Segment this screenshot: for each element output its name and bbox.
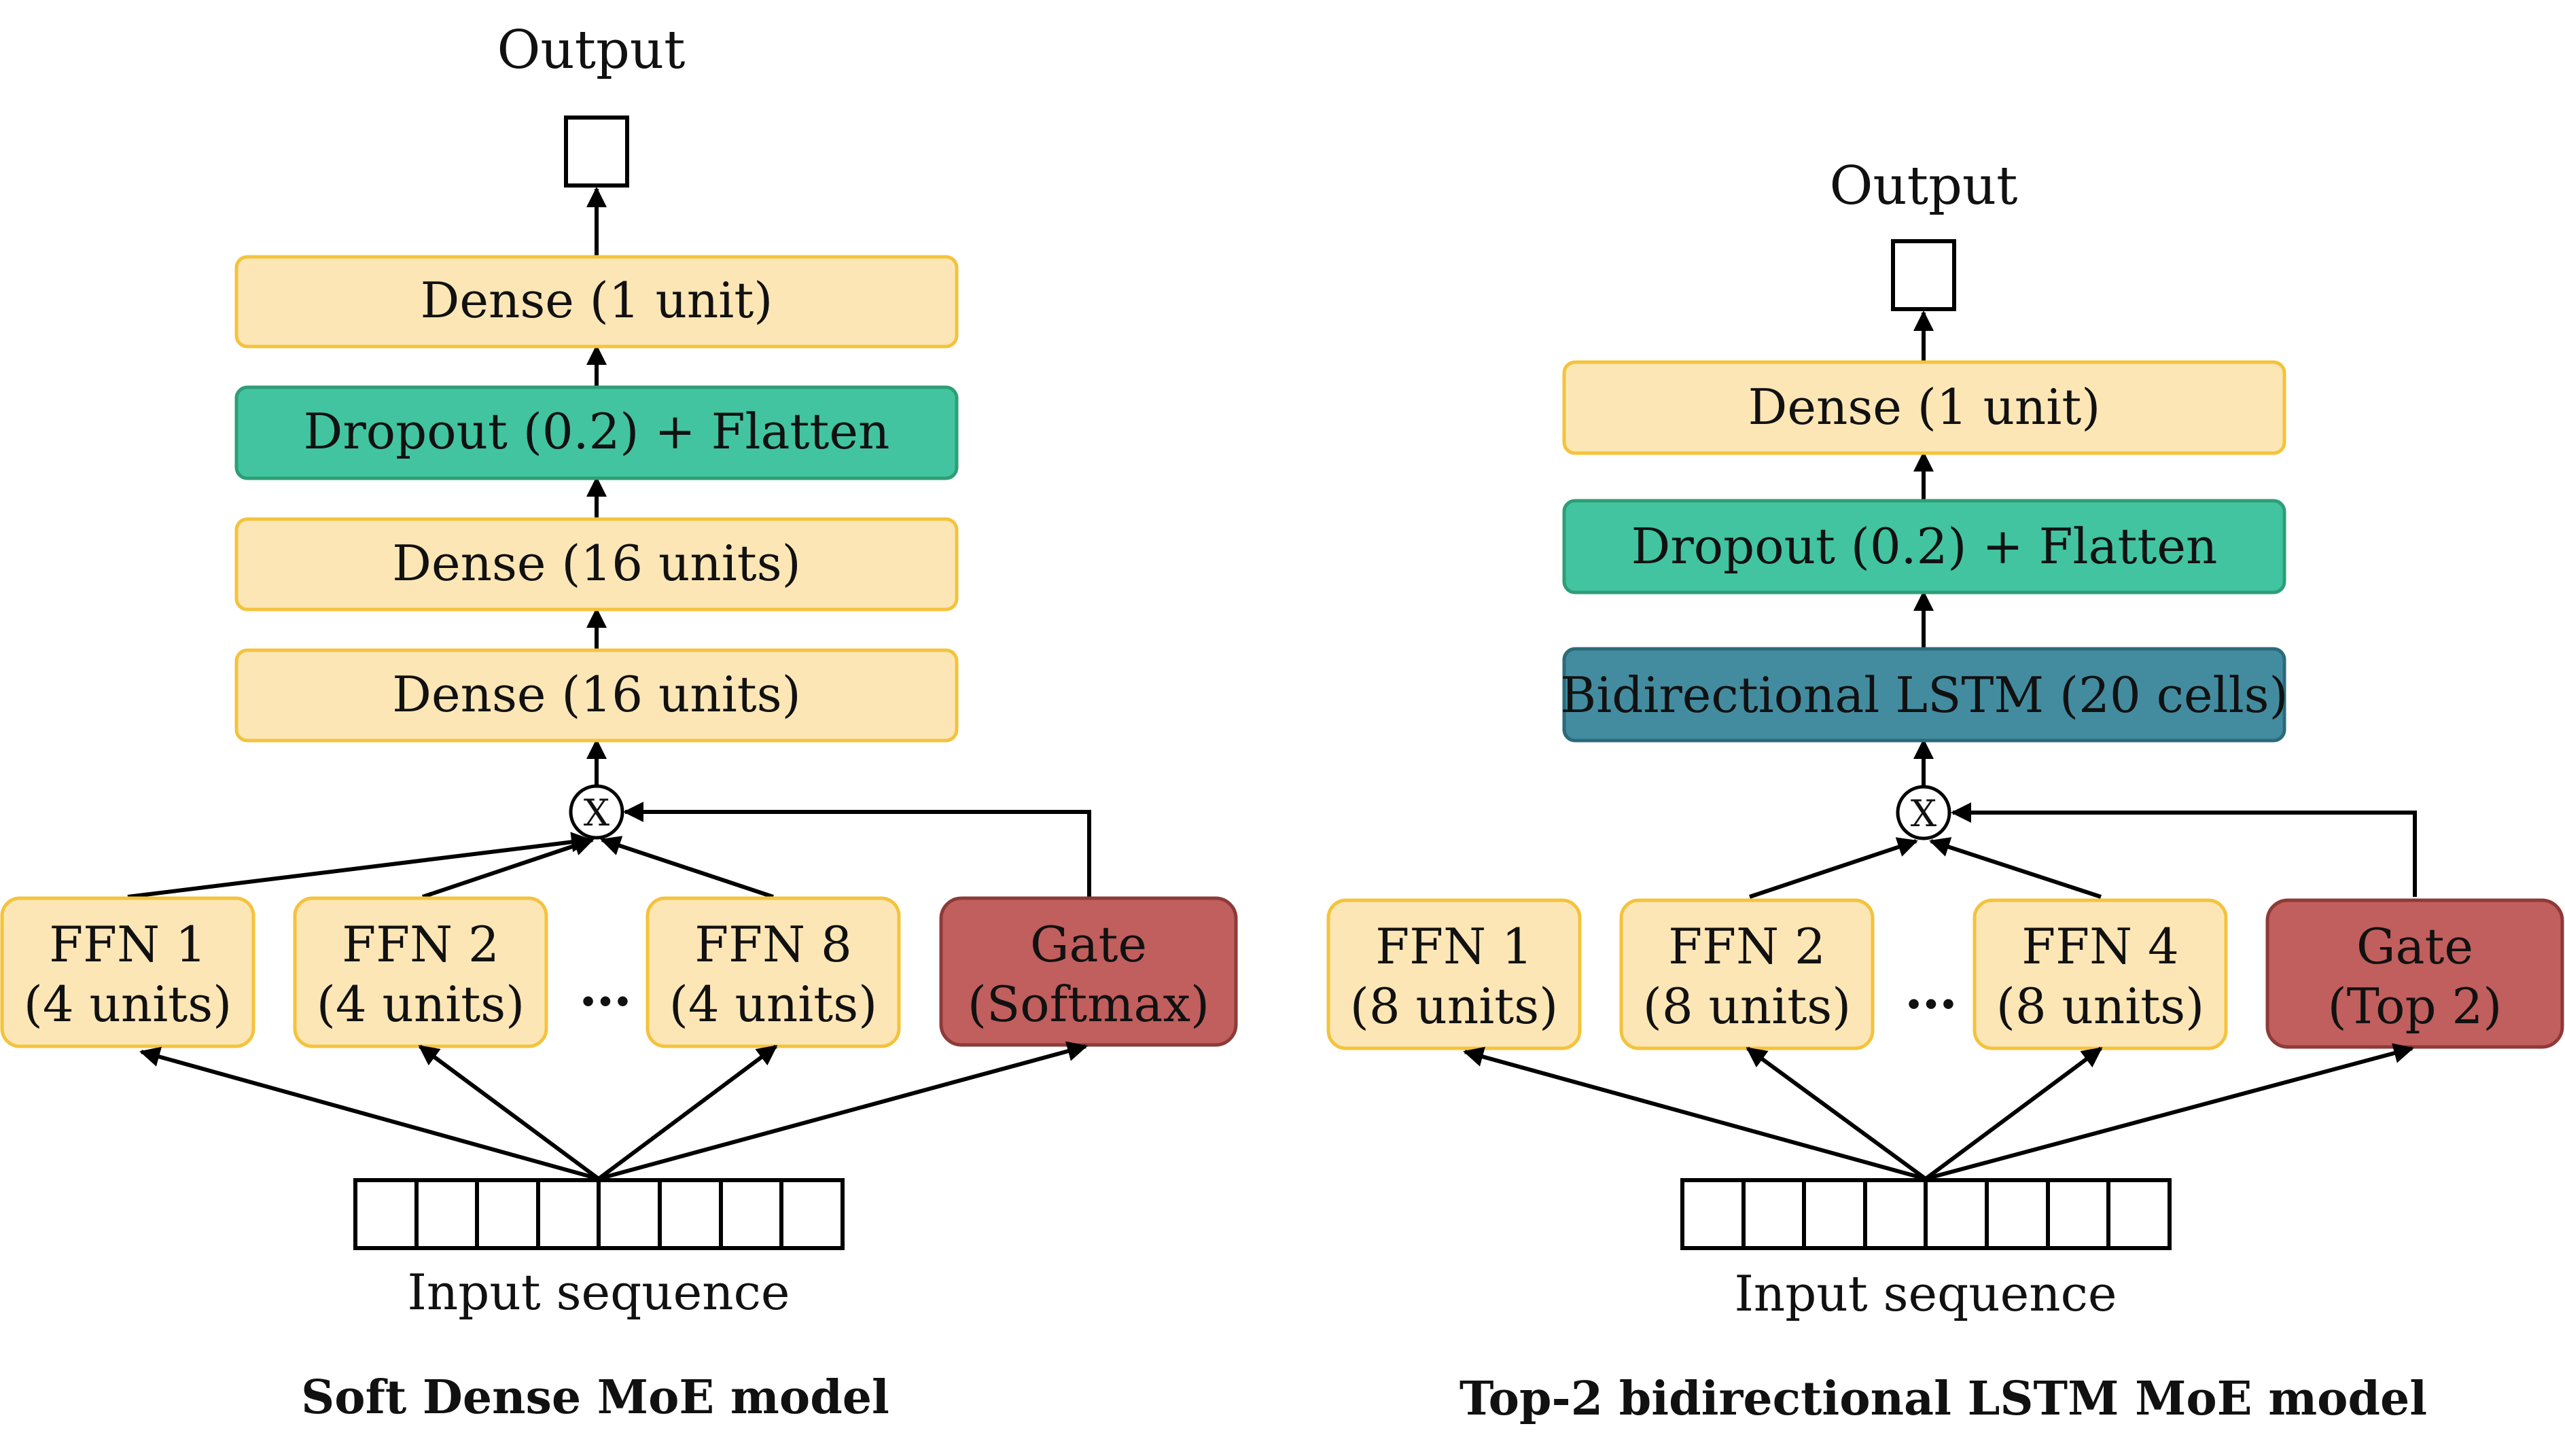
right-input-sequence-label: Input sequence — [1734, 1265, 2117, 1322]
right-output-label: Output — [1829, 156, 2017, 217]
right-layer-dense-1-unit-label: Dense (1 unit) — [1748, 378, 2101, 436]
left-output-node — [564, 116, 629, 188]
left-gate-name: Gate — [1030, 916, 1147, 973]
left-arrow-input-to-gate — [598, 1041, 1088, 1181]
left-combiner-label: X — [584, 792, 610, 834]
left-layer-dense-16-units-a: Dense (16 units) — [234, 517, 959, 611]
left-arrow-ffn2-to-combiner — [422, 836, 595, 899]
top2-bilstm-moe-diagram: Output Dense (1 unit) Dropout (0.2) + Fl… — [1326, 156, 2564, 1426]
left-expert-ffn-8: FFN 8 (4 units) — [645, 896, 901, 1048]
right-arrow-ffn4-to-combiner — [1929, 837, 2102, 899]
right-experts-ellipsis: … — [1905, 959, 1958, 1021]
right-arrow-ffn2-to-combiner — [1749, 837, 1918, 899]
left-arrow-input-to-ffn2 — [418, 1044, 600, 1181]
right-expert-ffn-1-units: (8 units) — [1350, 978, 1559, 1035]
left-layer-dense-16-units-a-label: Dense (16 units) — [392, 535, 801, 592]
right-expert-ffn-1: FFN 1 (8 units) — [1326, 898, 1582, 1050]
right-arrow-gate-to-combiner — [1951, 802, 2417, 897]
right-expert-ffn-4-units: (8 units) — [1996, 978, 2205, 1035]
right-combiner-node: X — [1896, 785, 1951, 840]
right-expert-ffn-4-name: FFN 4 — [2021, 918, 2179, 975]
left-layer-dense-16-units-b: Dense (16 units) — [234, 648, 959, 743]
left-gate-type: (Softmax) — [968, 976, 1209, 1033]
right-expert-ffn-4: FFN 4 (8 units) — [1973, 898, 2228, 1050]
left-input-sequence-label: Input sequence — [407, 1264, 790, 1321]
left-layer-dropout-flatten-label: Dropout (0.2) + Flatten — [304, 403, 890, 460]
right-layer-dropout-flatten-label: Dropout (0.2) + Flatten — [1631, 518, 2218, 575]
left-expert-ffn-1-name: FFN 1 — [49, 916, 207, 973]
left-combiner-node: X — [569, 784, 624, 840]
right-input-sequence-cells — [1680, 1178, 2172, 1250]
left-expert-ffn-8-units: (4 units) — [669, 976, 878, 1033]
left-arrow-ffn8-to-combiner — [600, 836, 774, 899]
right-arrow-input-to-gate — [1925, 1043, 2414, 1181]
right-expert-ffn-1-name: FFN 1 — [1375, 918, 1533, 975]
left-gate-softmax: Gate (Softmax) — [939, 896, 1238, 1047]
left-expert-ffn-1-units: (4 units) — [24, 976, 232, 1033]
right-layer-dense-1-unit: Dense (1 unit) — [1562, 360, 2286, 455]
left-arrow-gate-to-combiner — [623, 802, 1091, 897]
right-layer-bidirectional-lstm: Bidirectional LSTM (20 cells) — [1560, 647, 2288, 743]
left-layer-dense-16-units-b-label: Dense (16 units) — [392, 666, 801, 723]
right-arrow-input-to-ffn1 — [1463, 1046, 1926, 1181]
right-expert-ffn-2-name: FFN 2 — [1668, 918, 1826, 975]
left-expert-ffn-2-name: FFN 2 — [342, 916, 499, 973]
left-arrow-input-to-ffn1 — [139, 1046, 599, 1181]
left-layer-dense-1-unit: Dense (1 unit) — [234, 255, 959, 349]
right-gate-name: Gate — [2356, 918, 2473, 975]
right-gate-type: (Top 2) — [2328, 978, 2502, 1035]
left-expert-ffn-1: FFN 1 (4 units) — [0, 896, 255, 1048]
left-layer-dropout-flatten: Dropout (0.2) + Flatten — [234, 385, 959, 480]
right-layer-dropout-flatten: Dropout (0.2) + Flatten — [1562, 499, 2286, 594]
left-expert-ffn-2-units: (4 units) — [317, 976, 525, 1033]
left-output-label: Output — [497, 20, 685, 81]
right-output-node — [1891, 239, 1956, 311]
left-experts-ellipsis: … — [579, 957, 632, 1018]
left-arrow-ffn1-to-combiner — [127, 832, 592, 899]
right-layer-bidirectional-lstm-label: Bidirectional LSTM (20 cells) — [1560, 667, 2288, 724]
left-expert-ffn-2: FFN 2 (4 units) — [293, 896, 548, 1048]
soft-dense-moe-diagram: Output Dense (1 unit) Dropout (0.2) + Fl… — [0, 20, 1238, 1425]
left-expert-ffn-8-name: FFN 8 — [694, 916, 852, 973]
right-expert-ffn-2-units: (8 units) — [1643, 978, 1852, 1035]
right-gate-top2: Gate (Top 2) — [2265, 898, 2564, 1049]
right-diagram-title: Top-2 bidirectional LSTM MoE model — [1460, 1372, 2427, 1426]
right-expert-ffn-2: FFN 2 (8 units) — [1619, 898, 1875, 1050]
left-arrow-input-to-ffn8 — [597, 1044, 778, 1181]
left-input-sequence-cells — [353, 1178, 845, 1250]
right-arrow-input-to-ffn2 — [1746, 1046, 1927, 1181]
right-combiner-label: X — [1911, 792, 1937, 835]
left-diagram-title: Soft Dense MoE model — [301, 1370, 889, 1425]
left-layer-dense-1-unit-label: Dense (1 unit) — [421, 272, 773, 329]
right-arrow-input-to-ffn4 — [1924, 1046, 2103, 1181]
